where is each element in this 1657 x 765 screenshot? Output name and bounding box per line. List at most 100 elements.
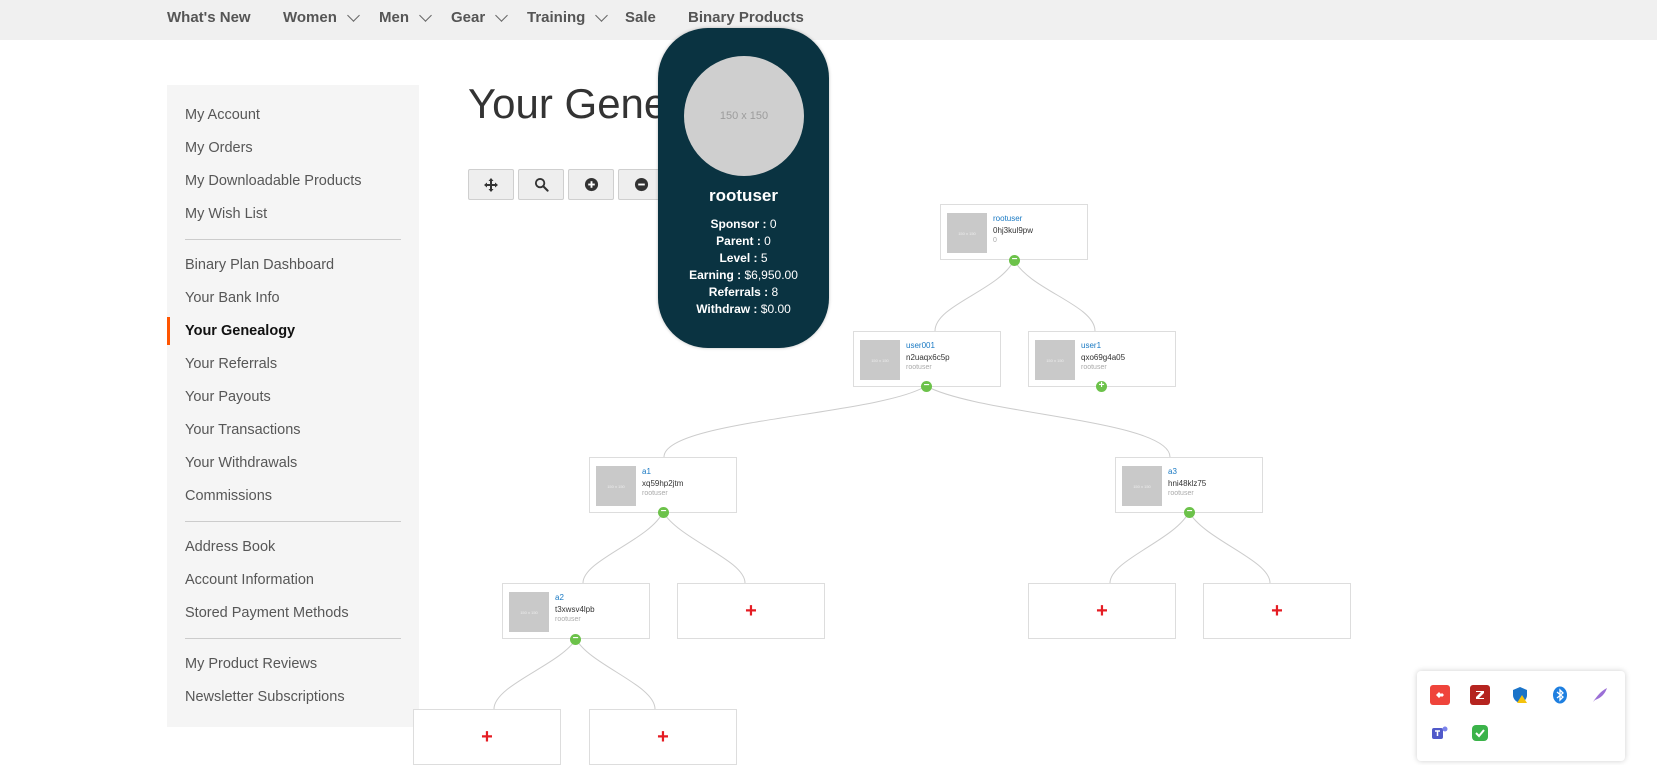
plus-icon: + — [657, 726, 669, 748]
nav-whats-new[interactable]: What's New — [167, 9, 251, 26]
security-warning-icon[interactable] — [1510, 685, 1530, 705]
popup-username: rootuser — [709, 186, 778, 205]
sidebar-item-binary-dashboard[interactable]: Binary Plan Dashboard — [185, 257, 335, 273]
nav-label: Training — [527, 9, 586, 26]
node-sponsor: 0 — [993, 237, 997, 244]
nav-binary-products[interactable]: Binary Products — [688, 9, 804, 26]
stat-value: $0.00 — [760, 302, 791, 316]
zoom-out-button[interactable] — [618, 169, 664, 200]
teams-icon[interactable] — [1430, 723, 1450, 743]
stat-label: Sponsor : — [710, 217, 767, 231]
stat-parent: Parent : 0 — [658, 233, 829, 250]
node-code: xq59hp2jtm — [642, 479, 684, 488]
stat-sponsor: Sponsor : 0 — [658, 216, 829, 233]
node-username[interactable]: a2 — [555, 593, 564, 602]
node-username[interactable]: a3 — [1168, 467, 1177, 476]
node-username[interactable]: user1 — [1081, 341, 1102, 350]
sidebar-item-referrals[interactable]: Your Referrals — [185, 356, 278, 372]
sidebar-item-payment-methods[interactable]: Stored Payment Methods — [185, 605, 349, 621]
tree-node-rootuser[interactable]: 150 x 150 rootuser 0hj3kul9pw 0 — [940, 204, 1088, 260]
feather-icon[interactable] — [1590, 685, 1610, 705]
connector-line — [663, 385, 927, 458]
nav-label: Gear — [451, 9, 486, 26]
collapse-toggle-icon[interactable]: − — [921, 381, 932, 392]
add-member-slot[interactable]: + — [1203, 583, 1351, 639]
collapse-toggle-icon[interactable]: − — [658, 507, 669, 518]
zoom-out-icon — [634, 177, 648, 192]
collapse-toggle-icon[interactable]: − — [1184, 507, 1195, 518]
connector-line — [582, 511, 664, 584]
stat-withdraw: Withdraw : $0.00 — [658, 301, 829, 318]
search-button[interactable] — [518, 169, 564, 200]
expand-toggle-icon[interactable]: + — [1096, 381, 1107, 392]
avatar: 150 x 150 — [684, 56, 804, 176]
stat-label: Level : — [719, 251, 758, 265]
nav-men[interactable]: Men — [379, 8, 432, 26]
node-code: qxo69g4a05 — [1081, 353, 1126, 362]
tree-node-a2[interactable]: 150 x 150 a2 t3xwsv4lpb rootuser — [502, 583, 650, 639]
stat-label: Referrals : — [708, 285, 769, 299]
stat-value: 0 — [769, 217, 777, 231]
nav-training[interactable]: Training — [527, 8, 609, 26]
stat-label: Withdraw : — [696, 302, 758, 316]
sidebar-item-bank-info[interactable]: Your Bank Info — [185, 290, 280, 306]
add-member-slot[interactable]: + — [413, 709, 561, 765]
user-info-popup: 150 x 150 rootuser Sponsor : 0 Parent : … — [658, 28, 829, 348]
sidebar-item-my-orders[interactable]: My Orders — [185, 140, 253, 156]
connector-line — [925, 385, 1171, 458]
sidebar-divider — [185, 521, 401, 522]
nav-women[interactable]: Women — [283, 8, 360, 26]
stat-value: 8 — [771, 285, 779, 299]
sidebar-item-account-information[interactable]: Account Information — [185, 572, 314, 588]
stat-value: 0 — [764, 234, 771, 248]
sidebar-item-payouts[interactable]: Your Payouts — [185, 389, 271, 405]
nav-gear[interactable]: Gear — [451, 8, 509, 26]
sidebar-item-downloadable-products[interactable]: My Downloadable Products — [185, 173, 362, 189]
nav-label: Women — [283, 9, 337, 26]
tree-node-a3[interactable]: 150 x 150 a3 hni48klz75 rootuser — [1115, 457, 1263, 513]
add-member-slot[interactable]: + — [677, 583, 825, 639]
nav-label: Men — [379, 9, 409, 26]
sidebar-item-newsletter[interactable]: Newsletter Subscriptions — [185, 689, 345, 705]
node-username[interactable]: a1 — [642, 467, 651, 476]
node-username[interactable]: rootuser — [993, 214, 1023, 223]
collapse-toggle-icon[interactable]: − — [570, 634, 581, 645]
sidebar-item-wish-list[interactable]: My Wish List — [185, 206, 268, 222]
filezilla-icon[interactable] — [1470, 685, 1490, 705]
tree-node-user001[interactable]: 150 x 150 user001 n2uaqx6c5p rootuser — [853, 331, 1001, 387]
top-navigation: What's New Women Men Gear Training Sale … — [0, 0, 1657, 40]
sidebar-item-genealogy[interactable]: Your Genealogy — [185, 323, 296, 339]
node-code: hni48klz75 — [1168, 479, 1207, 488]
popup-stats: Sponsor : 0 Parent : 0 Level : 5 Earning… — [658, 216, 829, 318]
pan-button[interactable] — [468, 169, 514, 200]
search-icon — [534, 177, 549, 192]
node-sponsor: rootuser — [1081, 364, 1107, 371]
sidebar-item-address-book[interactable]: Address Book — [185, 539, 276, 555]
node-thumbnail: 150 x 150 — [509, 592, 549, 632]
node-thumbnail: 150 x 150 — [1122, 466, 1162, 506]
nav-sale[interactable]: Sale — [625, 9, 656, 26]
node-thumbnail: 150 x 150 — [947, 213, 987, 253]
add-member-slot[interactable]: + — [1028, 583, 1176, 639]
sidebar-item-withdrawals[interactable]: Your Withdrawals — [185, 455, 298, 471]
node-sponsor: rootuser — [1168, 490, 1194, 497]
node-username[interactable]: user001 — [906, 341, 935, 350]
collapse-toggle-icon[interactable]: − — [1009, 255, 1020, 266]
zoom-in-button[interactable] — [568, 169, 614, 200]
tree-node-a1[interactable]: 150 x 150 a1 xq59hp2jtm rootuser — [589, 457, 737, 513]
shield-check-icon[interactable] — [1470, 723, 1490, 743]
sidebar-item-transactions[interactable]: Your Transactions — [185, 422, 301, 438]
nav-label: What's New — [167, 9, 251, 26]
sidebar-item-my-account[interactable]: My Account — [185, 107, 260, 123]
sidebar-item-product-reviews[interactable]: My Product Reviews — [185, 656, 318, 672]
node-sponsor: rootuser — [642, 490, 668, 497]
anydesk-icon[interactable] — [1430, 685, 1450, 705]
sidebar-item-commissions[interactable]: Commissions — [185, 488, 273, 504]
add-member-slot[interactable]: + — [589, 709, 737, 765]
tree-node-user1[interactable]: 150 x 150 user1 qxo69g4a05 rootuser — [1028, 331, 1176, 387]
plus-icon: + — [1096, 600, 1108, 622]
plus-icon: + — [1271, 600, 1283, 622]
stat-earning: Earning : $6,950.00 — [658, 267, 829, 284]
node-thumbnail: 150 x 150 — [596, 466, 636, 506]
bluetooth-icon[interactable] — [1550, 685, 1570, 705]
